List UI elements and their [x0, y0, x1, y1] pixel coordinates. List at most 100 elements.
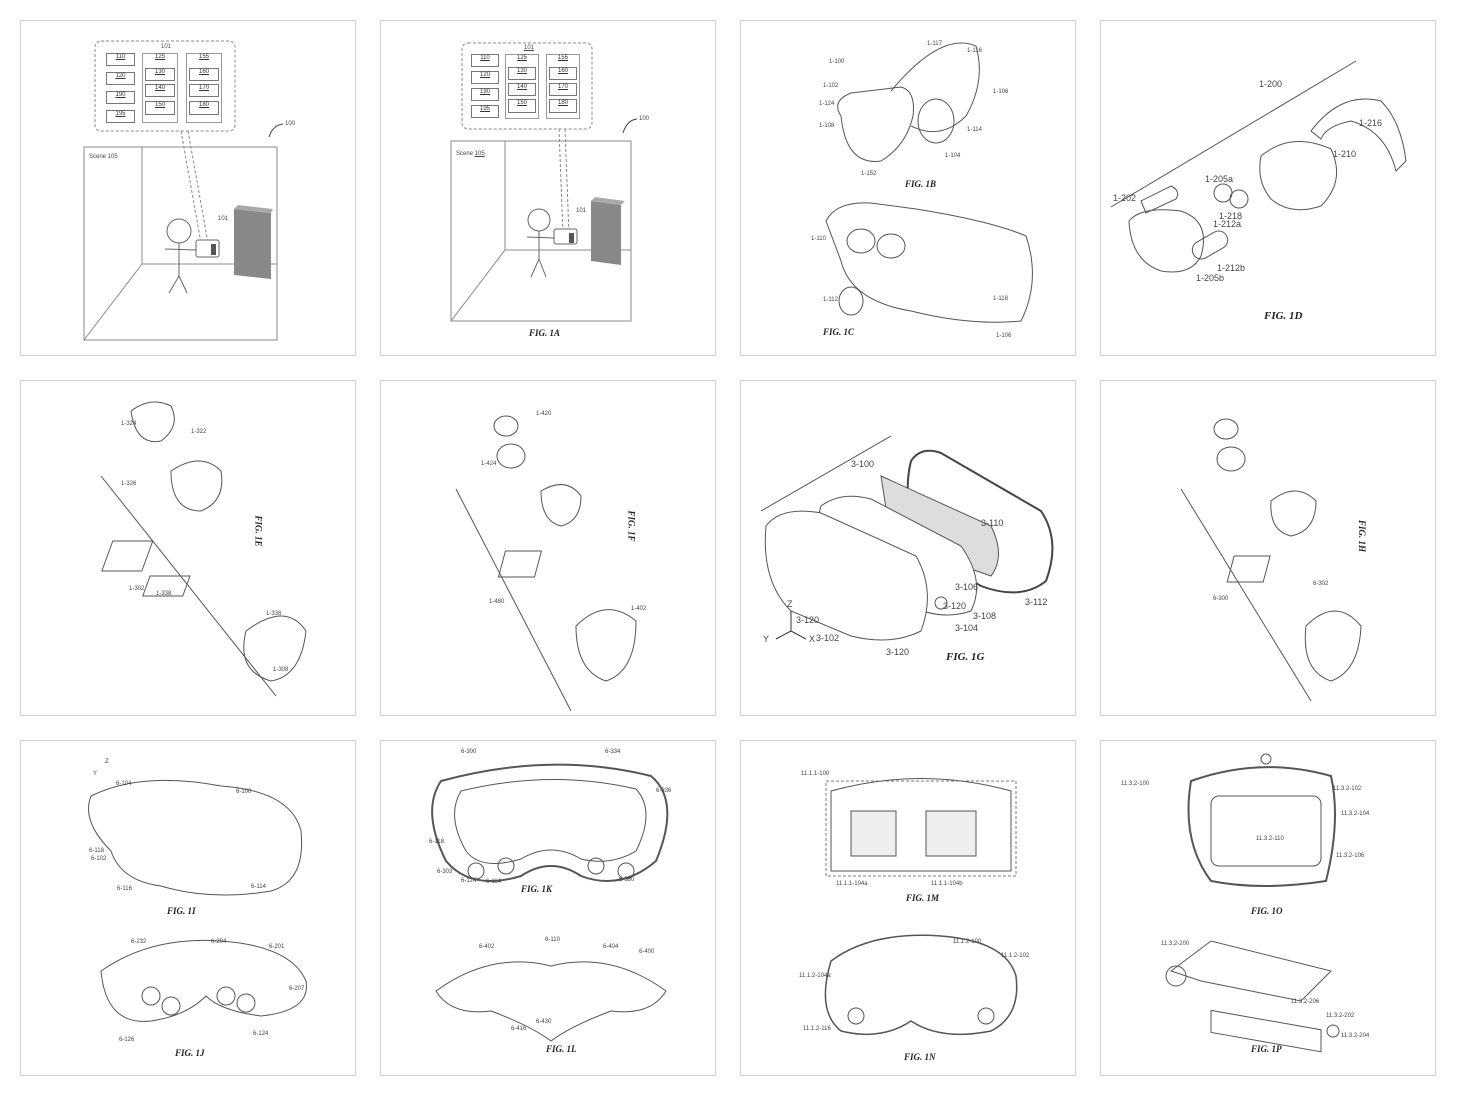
- exploded-view-drawing: [1180, 418, 1362, 702]
- module-box: 140: [508, 83, 536, 96]
- ref-label: 11.3.2-104: [1341, 811, 1370, 817]
- figure-caption: FIG. 1H: [1357, 519, 1368, 553]
- ref-label: 1-102: [823, 83, 839, 89]
- figure-thumbnail-fig-1g[interactable]: 3-100 3-110 3-112 3-108 3-106 3-120 3-10…: [740, 380, 1076, 716]
- ref-label: 1-216: [1359, 118, 1383, 128]
- headset-inner-drawing: [88, 779, 307, 1022]
- figure-thumbnail-fig-1a[interactable]: 101 110 120 190 195 125 130 140 150 155 …: [380, 20, 716, 356]
- scene-drawing: [83, 40, 284, 341]
- ref-label: 1-104: [945, 153, 961, 159]
- ref-label: 1-424: [481, 461, 497, 467]
- overall-ref-label: 100: [639, 116, 650, 122]
- ref-label: 11.1.1-100: [801, 771, 830, 777]
- ref-label: 1-112: [823, 297, 838, 303]
- figure-caption: FIG. 1B: [905, 179, 937, 189]
- ref-label: 1-338: [156, 591, 172, 597]
- ref-label: 1-114: [967, 127, 982, 133]
- figure-thumbnail-fig-1k-1l[interactable]: 6-300 6-334 6-336 6-118 6-303 6-124 6-11…: [380, 740, 716, 1076]
- ref-label: 11.3.2-206: [1291, 999, 1320, 1005]
- ref-label: 11.1.2-116: [803, 1026, 831, 1032]
- figure-caption: FIG. 1I: [167, 906, 196, 916]
- ref-label: 6-300: [461, 749, 477, 755]
- ref-label: 11.3.2-100: [1121, 781, 1150, 787]
- module-box: 170: [549, 83, 577, 96]
- figure-caption: FIG. 1J: [175, 1048, 205, 1058]
- module-box: 160: [549, 67, 577, 80]
- figure-thumbnail-fig-1o-1p[interactable]: 11.3.2-100 11.3.2-102 11.3.2-104 11.3.2-…: [1100, 740, 1436, 1076]
- system-ref-label: 101: [524, 45, 535, 51]
- module-box: 195: [106, 110, 135, 123]
- ref-label: 6-116: [117, 886, 132, 892]
- figure-thumbnail-fig-1d[interactable]: 1-200 1-216 1-210 1-202 1-205a 1-212a 1-…: [1100, 20, 1436, 356]
- scene-label: Scene 105: [89, 154, 118, 160]
- ref-label: 11.3.2-102: [1333, 786, 1362, 792]
- figure-caption: FIG. 1C: [823, 327, 855, 337]
- ref-label: 6-126: [119, 1037, 135, 1043]
- exploded-headset-drawing: [1110, 60, 1407, 273]
- figure-caption: FIG. 1E: [253, 515, 264, 547]
- ref-label: 11.3.2-110: [1256, 836, 1284, 842]
- ref-label: 1-205a: [1205, 174, 1234, 184]
- ref-label: 6-416: [511, 1026, 527, 1032]
- figure-caption: FIG. 1L: [546, 1044, 577, 1054]
- figure-thumbnail-fig-1m-1n[interactable]: 11.1.1-100 11.1.1-104a 11.1.1-104b 11.1.…: [740, 740, 1076, 1076]
- module-box: 170: [189, 84, 219, 97]
- module-box: 120: [471, 71, 499, 84]
- exploded-view-drawing: [100, 401, 307, 697]
- ref-label: 6-402: [479, 944, 495, 950]
- scene-drawing: [450, 42, 638, 322]
- ref-label: 6-102: [91, 856, 107, 862]
- figure-thumbnail-fig-1i-1j[interactable]: Z Y 6-104 6-100 6-118 6-102 6-116 6-114 …: [20, 740, 356, 1076]
- ref-label: 1-326: [121, 481, 137, 487]
- ref-label: 6-330: [619, 877, 635, 883]
- ref-label: 6-302: [1313, 581, 1329, 587]
- ref-label: 1-200: [1259, 79, 1283, 89]
- figure-thumbnail-fig-1b-1c[interactable]: 1-100 1-102 1-124 1-108 1-152 1-117 1-11…: [740, 20, 1076, 356]
- internal-components-drawing: [824, 778, 1018, 1036]
- ref-label: 11.3.2-200: [1161, 941, 1190, 947]
- module-box: 130: [145, 68, 175, 81]
- ref-label: 1-210: [1333, 149, 1357, 159]
- overall-ref-label: 100: [285, 121, 296, 127]
- ref-label: 3-102: [816, 633, 840, 643]
- ref-label: 1-106: [996, 333, 1012, 339]
- figure-thumbnail-fig-1h[interactable]: 6-302 6-300 FIG. 1H: [1100, 380, 1436, 716]
- ref-label: 6-336: [656, 788, 672, 794]
- ref-label: 6-118: [89, 848, 104, 854]
- figure-thumbnail-fig-1e[interactable]: 1-324 1-322 1-326 1-336 1-302 1-338 1-30…: [20, 380, 356, 716]
- figure-thumbnail-fig-1f[interactable]: 1-420 1-402 1-480 1-424 FIG. 1F: [380, 380, 716, 716]
- figure-caption: FIG. 1P: [1251, 1044, 1282, 1054]
- figure-thumbnail-scene[interactable]: 101 110 120 190 195 125 130 140 150 155 …: [20, 20, 356, 356]
- ref-label: 6-201: [269, 944, 285, 950]
- ref-label: 11.1.1-104a: [836, 881, 868, 887]
- figure-caption: FIG. 1K: [521, 884, 553, 894]
- figure-caption: FIG. 1M: [906, 893, 940, 903]
- module-box: 195: [471, 105, 499, 118]
- figure-caption: FIG. 1O: [1251, 906, 1283, 916]
- ref-label: 1-108: [819, 123, 835, 129]
- ref-label: 3-110: [981, 518, 1004, 528]
- axis-label: X: [809, 634, 816, 644]
- ref-label: 11.1.2-104a: [799, 973, 831, 979]
- axis-label: Z: [787, 599, 793, 609]
- module-box: 160: [189, 68, 219, 81]
- module-box: 190: [471, 88, 499, 101]
- module-box: 150: [145, 101, 175, 115]
- ref-label: 6-303: [437, 869, 453, 875]
- axis-label: Y: [93, 771, 98, 777]
- ref-label: 3-100: [851, 459, 875, 469]
- ref-label: 1-420: [536, 411, 552, 417]
- ref-label: 11.1.2-100: [953, 939, 982, 945]
- ref-label: 1-118: [993, 296, 1008, 302]
- ref-label: 1-202: [1113, 193, 1137, 203]
- module-box: 190: [106, 91, 135, 104]
- ref-label: 11.1.1-104b: [931, 881, 963, 887]
- ref-label: 1-117: [927, 41, 942, 47]
- module-box: 180: [549, 99, 577, 113]
- ref-label: 3-120: [886, 647, 910, 657]
- ref-label: 6-124: [461, 878, 477, 884]
- ref-label: 1-110: [811, 236, 826, 242]
- ref-label: 1-152: [861, 171, 877, 177]
- ref-label: 11.1.2-102: [1001, 953, 1030, 959]
- headset-frame-drawing: [431, 763, 669, 1042]
